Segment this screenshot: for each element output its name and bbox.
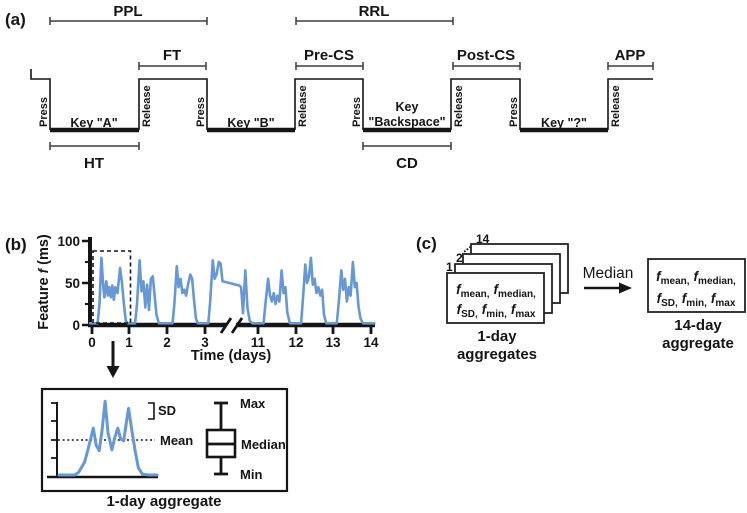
feature-curve xyxy=(88,256,376,325)
mean-label: Mean xyxy=(160,433,193,448)
release-label-3: Release xyxy=(453,85,465,127)
press-label-4: Press xyxy=(508,97,520,127)
boxplot-upper-whisker xyxy=(214,401,228,430)
panel-a: (a) PPL RRL FT Pre-CS Post-CS APP HT CD … xyxy=(5,3,654,172)
front-card-features-line1: fmean,fmedian, xyxy=(456,282,536,300)
rrl-label: RRL xyxy=(359,3,390,20)
left-stack-caption-line1: 1-day xyxy=(477,328,517,345)
x-tick-2: 2 xyxy=(163,335,171,350)
ht-label: HT xyxy=(84,155,104,172)
ft-label: FT xyxy=(163,47,181,64)
panel-b: (b) 100 50 0 0 1 2 3 11 12 13 14 Feature… xyxy=(5,234,379,510)
min-label: Min xyxy=(240,467,262,482)
press-label-1: Press xyxy=(38,97,50,127)
key-backspace-label-line1: Key xyxy=(396,100,419,114)
day-card-front-1 xyxy=(446,272,545,324)
key-question-label: Key "?" xyxy=(541,116,587,130)
post-cs-label: Post-CS xyxy=(457,47,515,64)
x-tick-13: 13 xyxy=(325,335,341,350)
aggregate-card-features-line1: fmean,fmedian, xyxy=(656,269,736,287)
cd-label: CD xyxy=(396,155,418,172)
panel-a-label: (a) xyxy=(5,10,26,29)
stack-number-14: 14 xyxy=(476,232,490,246)
stack-number-1: 1 xyxy=(446,260,453,274)
boxplot-lower-whisker xyxy=(214,457,228,476)
sd-bracket xyxy=(148,402,155,420)
axis-break-marks xyxy=(219,317,244,334)
aggregate-card xyxy=(647,258,746,313)
keystroke-waveform xyxy=(30,69,653,130)
inset-y-ticks xyxy=(51,402,57,459)
panel-c: (c) 14 ... 2 1 fmean,fmedian, fSD,fmin,f… xyxy=(416,232,746,363)
right-caption-line1: 14-day xyxy=(674,317,722,334)
x-tick-1: 1 xyxy=(125,335,133,350)
app-label: APP xyxy=(615,47,646,64)
press-label-2: Press xyxy=(195,97,207,127)
stack-number-2: 2 xyxy=(456,251,463,265)
key-a-label: Key "A" xyxy=(70,116,117,130)
median-operation-label: Median xyxy=(583,265,634,282)
y-axis-title: Featuref(ms) xyxy=(36,234,52,330)
measure-brackets xyxy=(49,17,654,150)
x-ticks xyxy=(90,327,373,334)
max-label: Max xyxy=(240,396,266,411)
aggregate-card-features-line2: fSD,fmin,fmax xyxy=(657,291,736,309)
sd-label: SD xyxy=(158,403,176,418)
x-tick-3: 3 xyxy=(201,335,209,350)
panel-b-label: (b) xyxy=(5,235,27,254)
y-minor-ticks xyxy=(85,261,89,305)
x-tick-12: 12 xyxy=(288,335,303,350)
pre-cs-label: Pre-CS xyxy=(304,47,354,64)
left-stack-caption-line2: aggregates xyxy=(457,346,537,363)
x-tick-11: 11 xyxy=(251,335,266,350)
y-major-ticks xyxy=(82,239,89,327)
key-b-label: Key "B" xyxy=(227,116,274,130)
right-caption-line2: aggregate xyxy=(662,335,734,352)
key-backspace-label-line2: "Backspace" xyxy=(368,115,445,129)
zoom-arrow-head xyxy=(106,366,120,378)
front-card-features-line2: fSD,fmin,fmax xyxy=(457,302,536,320)
x-tick-0: 0 xyxy=(88,335,96,350)
release-label-1: Release xyxy=(141,85,153,127)
press-label-3: Press xyxy=(351,97,363,127)
ppl-label: PPL xyxy=(113,3,142,20)
release-label-2: Release xyxy=(297,85,309,127)
boxplot-median-label: Median xyxy=(241,437,286,452)
x-tick-14: 14 xyxy=(363,335,379,350)
day1-highlight-box xyxy=(92,250,132,324)
y-tick-0: 0 xyxy=(72,318,80,333)
median-arrow-head xyxy=(619,282,632,294)
x-axis-title: Time (days) xyxy=(191,348,271,364)
y-tick-50: 50 xyxy=(65,276,80,291)
panel-c-label: (c) xyxy=(416,234,437,253)
inset-1day-aggregate: SD Mean Max Median Min 1-day aggregate xyxy=(40,387,289,510)
release-label-4: Release xyxy=(610,85,622,127)
inset-curve xyxy=(57,399,159,477)
inset-caption: 1-day aggregate xyxy=(106,493,221,510)
y-tick-100: 100 xyxy=(57,234,80,249)
